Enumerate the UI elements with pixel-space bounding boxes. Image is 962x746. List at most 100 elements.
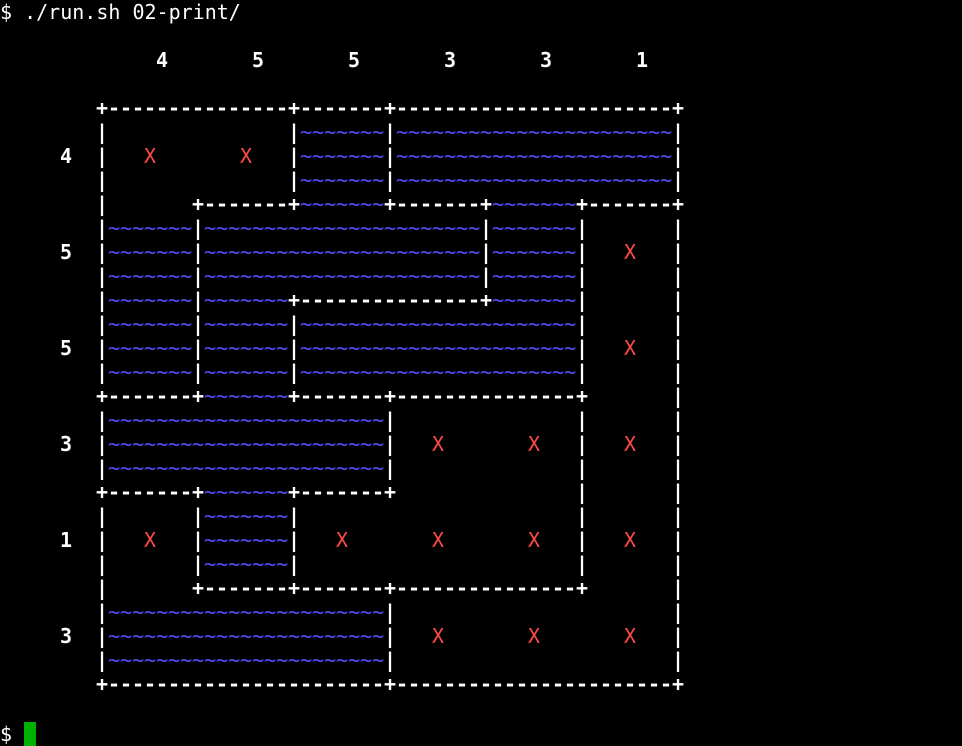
- water-glyph: ~: [180, 264, 193, 288]
- water-glyph: ~: [384, 360, 397, 384]
- water-glyph: ~: [624, 144, 637, 168]
- border-glyph: -: [612, 672, 625, 696]
- border-glyph: -: [528, 576, 541, 600]
- water-glyph: ~: [216, 552, 229, 576]
- water-glyph: ~: [480, 168, 493, 192]
- board-line: | +-------+~~~~~~~+-------+~~~~~~~+-----…: [0, 192, 684, 216]
- blank-cell: [228, 144, 240, 168]
- blank-cell: [48, 336, 60, 360]
- border-glyph: -: [636, 192, 649, 216]
- blank-cell: [432, 408, 444, 432]
- water-glyph: ~: [456, 264, 469, 288]
- blank-cell: [336, 48, 348, 72]
- border-glyph: -: [396, 96, 409, 120]
- blank-cell: [636, 480, 648, 504]
- blank-cell: [84, 336, 96, 360]
- blank-cell: [84, 144, 96, 168]
- blank-cell: [420, 552, 432, 576]
- blank-cell: [384, 528, 396, 552]
- border-glyph: -: [300, 672, 313, 696]
- water-glyph: ~: [144, 312, 157, 336]
- water-glyph: ~: [240, 216, 253, 240]
- blank-cell: [24, 240, 36, 264]
- border-glyph: -: [228, 576, 241, 600]
- border-glyph: +: [288, 576, 301, 600]
- blank-cell: [72, 360, 84, 384]
- blank-cell: [0, 312, 12, 336]
- x-mark: X: [528, 432, 541, 456]
- blank-cell: [564, 552, 576, 576]
- border-glyph: |: [672, 264, 685, 288]
- border-glyph: -: [264, 672, 277, 696]
- border-glyph: -: [324, 96, 337, 120]
- water-glyph: ~: [588, 168, 601, 192]
- border-glyph: -: [444, 288, 457, 312]
- water-glyph: ~: [156, 216, 169, 240]
- water-glyph: ~: [108, 240, 121, 264]
- water-glyph: ~: [216, 600, 229, 624]
- border-glyph: -: [600, 192, 613, 216]
- blank-cell: [24, 360, 36, 384]
- border-glyph: |: [384, 120, 397, 144]
- water-glyph: ~: [264, 408, 277, 432]
- border-glyph: |: [384, 648, 397, 672]
- border-glyph: -: [396, 672, 409, 696]
- border-glyph: -: [564, 576, 577, 600]
- blank-cell: [36, 216, 48, 240]
- water-glyph: ~: [516, 312, 529, 336]
- blank-cell: [360, 48, 372, 72]
- blank-cell: [84, 312, 96, 336]
- blank-cell: [0, 96, 12, 120]
- water-glyph: ~: [432, 336, 445, 360]
- border-glyph: -: [552, 576, 565, 600]
- blank-cell: [396, 432, 408, 456]
- blank-cell: [84, 480, 96, 504]
- water-glyph: ~: [276, 624, 289, 648]
- water-glyph: ~: [252, 408, 265, 432]
- blank-cell: [0, 408, 12, 432]
- blank-cell: [396, 600, 408, 624]
- blank-cell: [84, 624, 96, 648]
- water-glyph: ~: [240, 648, 253, 672]
- water-glyph: ~: [624, 120, 637, 144]
- blank-cell: [276, 120, 288, 144]
- blank-cell: [0, 504, 12, 528]
- blank-cell: [72, 576, 84, 600]
- blank-cell: [540, 552, 552, 576]
- blank-cell: [204, 48, 216, 72]
- border-glyph: -: [312, 576, 325, 600]
- border-glyph: +: [672, 192, 685, 216]
- blank-cell: [36, 576, 48, 600]
- border-glyph: -: [540, 672, 553, 696]
- blank-cell: [144, 120, 156, 144]
- water-glyph: ~: [372, 216, 385, 240]
- blank-cell: [24, 192, 36, 216]
- border-glyph: -: [312, 96, 325, 120]
- water-glyph: ~: [336, 216, 349, 240]
- blank-cell: [624, 360, 636, 384]
- blank-cell: [468, 432, 480, 456]
- border-glyph: |: [288, 312, 301, 336]
- water-glyph: ~: [348, 648, 361, 672]
- water-glyph: ~: [240, 552, 253, 576]
- water-glyph: ~: [492, 240, 505, 264]
- water-glyph: ~: [156, 360, 169, 384]
- water-glyph: ~: [168, 408, 181, 432]
- blank-cell: [444, 504, 456, 528]
- border-glyph: |: [576, 552, 589, 576]
- border-glyph: |: [672, 336, 685, 360]
- water-glyph: ~: [252, 264, 265, 288]
- blank-cell: [480, 600, 492, 624]
- water-glyph: ~: [252, 432, 265, 456]
- water-glyph: ~: [516, 144, 529, 168]
- text-cursor[interactable]: [24, 722, 36, 746]
- water-glyph: ~: [240, 384, 253, 408]
- border-glyph: |: [96, 504, 109, 528]
- border-glyph: -: [108, 480, 121, 504]
- blank-cell: [600, 528, 612, 552]
- blank-cell: [552, 480, 564, 504]
- blank-cell: [588, 600, 600, 624]
- blank-cell: [372, 48, 384, 72]
- water-glyph: ~: [540, 336, 553, 360]
